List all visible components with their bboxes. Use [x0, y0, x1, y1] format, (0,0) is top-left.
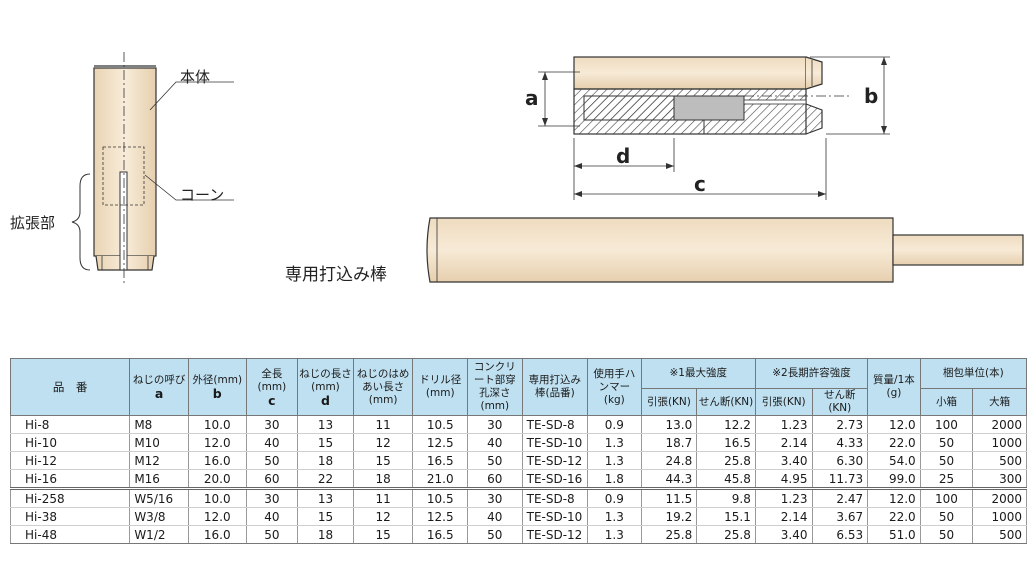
col-weight: 質量/1本(g) [867, 358, 921, 416]
col-depth: コンクリート部穿孔深さ(mm) [467, 358, 523, 416]
body-label: 本体 [180, 68, 211, 86]
dim-d-label: d [616, 144, 631, 168]
expansion-label: 拡張部 [10, 214, 56, 232]
cone-label: コーン [180, 186, 225, 204]
col-pack-large: 大箱 [972, 388, 1027, 416]
col-max-strength: ※1最大強度 [640, 358, 756, 389]
col-thread-length: ねじの長さ(mm)d [297, 358, 354, 416]
col-hammer: 使用手ハンマー(kg) [587, 358, 642, 416]
col-allow-tension: 引張(KN) [754, 388, 813, 416]
dim-c-label: c [694, 172, 706, 196]
col-allow-shear: せん断(KN) [811, 388, 869, 416]
rod-label: 専用打込み棒 [285, 265, 387, 285]
col-outer-dia: 外径(mm)b [187, 358, 247, 416]
col-max-shear: せん断(KN) [696, 388, 756, 416]
col-drill: ドリル径(mm) [412, 358, 469, 416]
dim-a-label: a [525, 86, 539, 110]
setting-rod [426, 217, 1024, 283]
col-allow-strength: ※2長期許容強度 [754, 358, 869, 389]
anchor-cross-section [538, 56, 890, 200]
col-product: 品 番 [9, 358, 131, 416]
col-length: 全長(mm)c [245, 358, 299, 416]
anchor-side-view [71, 52, 234, 285]
col-pack: 梱包単位(本) [919, 358, 1028, 389]
col-pack-small: 小箱 [919, 388, 974, 416]
dim-b-label: b [864, 84, 879, 108]
col-max-tension: 引張(KN) [640, 388, 698, 416]
col-engagement: ねじのはめあい長さ(mm) [352, 358, 414, 416]
col-rod: 専用打込み棒(品番) [521, 358, 589, 416]
anchor-diagram [71, 52, 1024, 285]
